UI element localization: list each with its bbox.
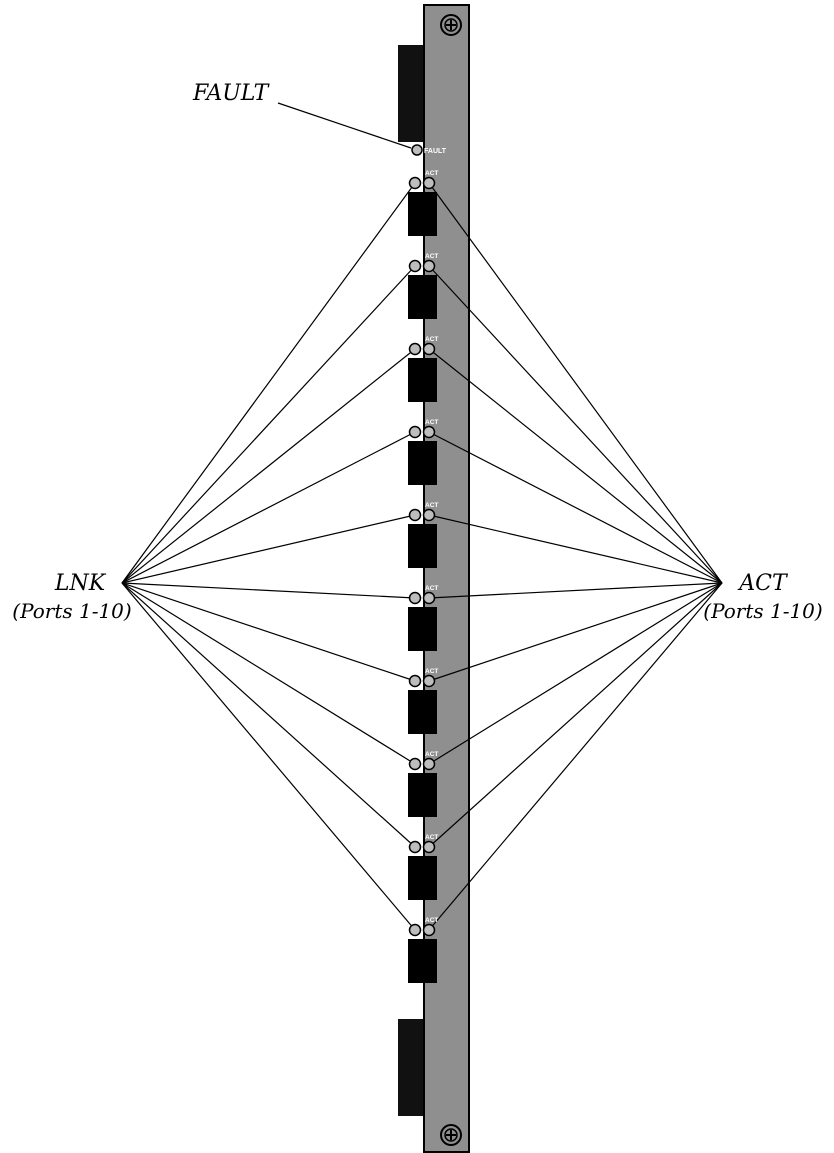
fault-leader xyxy=(277,102,412,149)
lnk-leader-line-9 xyxy=(121,582,416,848)
act-leader-line-4 xyxy=(428,431,723,584)
lnk-leader-line-3 xyxy=(121,348,416,584)
act-led-1 xyxy=(422,176,436,190)
act-led-label-6: ACT xyxy=(425,585,438,592)
act-leader-line-10 xyxy=(428,582,723,931)
port-number-2: 2 xyxy=(400,296,404,303)
port-number-5: 5 xyxy=(400,545,404,552)
port-10 xyxy=(408,939,437,983)
act-led-label-10: ACT xyxy=(425,917,438,924)
act-leader-line-3 xyxy=(428,348,723,584)
lnk-led-label-2: LNK xyxy=(409,253,423,260)
act-leader-line-6 xyxy=(428,582,723,599)
lnk-led-label-6: LNK xyxy=(409,585,423,592)
act-leader-line-9 xyxy=(428,582,723,848)
port-1 xyxy=(408,192,437,236)
lnk-leader-line-2 xyxy=(121,265,416,584)
act-ports-callout: (Ports 1-10) xyxy=(703,599,822,623)
leader-lines xyxy=(121,182,723,931)
act-led-5 xyxy=(422,508,436,522)
act-led-label-7: ACT xyxy=(425,668,438,675)
lnk-led-label-1: LNK xyxy=(409,170,423,177)
port-number-9: 9 xyxy=(400,877,404,884)
port-7 xyxy=(408,690,437,734)
act-led-9 xyxy=(422,840,436,854)
lnk-leader-line-8 xyxy=(121,582,416,765)
lnk-led-2 xyxy=(408,259,422,273)
act-led-label-8: ACT xyxy=(425,751,438,758)
bottom-screw-icon xyxy=(440,1124,462,1146)
lnk-led-10 xyxy=(408,923,422,937)
lnk-led-8 xyxy=(408,757,422,771)
lnk-led-label-5: LNK xyxy=(409,502,423,509)
port-4 xyxy=(408,441,437,485)
port-6 xyxy=(408,607,437,651)
fault-led xyxy=(411,144,423,156)
lnk-led-label-7: LNK xyxy=(409,668,423,675)
act-led-label-3: ACT xyxy=(425,336,438,343)
port-number-10: 10 xyxy=(400,960,408,967)
port-2 xyxy=(408,275,437,319)
act-leader-line-2 xyxy=(428,265,723,584)
lnk-leader-line-1 xyxy=(121,182,416,584)
lnk-leader-line-6 xyxy=(121,582,416,599)
lnk-led-label-8: LNK xyxy=(409,751,423,758)
act-led-label-9: ACT xyxy=(425,834,438,841)
lnk-leader-line-5 xyxy=(121,514,416,584)
act-led-8 xyxy=(422,757,436,771)
act-led-3 xyxy=(422,342,436,356)
act-led-label-4: ACT xyxy=(425,419,438,426)
port-number-6: 6 xyxy=(400,628,404,635)
port-number-3: 3 xyxy=(400,379,404,386)
act-led-4 xyxy=(422,425,436,439)
lnk-callout: LNK xyxy=(54,571,107,596)
lnk-led-label-3: LNK xyxy=(409,336,423,343)
fault-callout: FAULT xyxy=(192,81,271,106)
act-leader-line-1 xyxy=(428,182,723,584)
port-number-8: 8 xyxy=(400,794,404,801)
act-leader-line-7 xyxy=(428,582,723,682)
lnk-led-label-9: LNK xyxy=(409,834,423,841)
port-9 xyxy=(408,856,437,900)
act-callout: ACT xyxy=(737,571,789,596)
fault-led-label: FAULT xyxy=(424,148,447,155)
act-led-label-2: ACT xyxy=(425,253,438,260)
port-3 xyxy=(408,358,437,402)
top-ejector xyxy=(398,45,424,142)
act-led-label-1: ACT xyxy=(425,170,438,177)
act-leader-line-5 xyxy=(428,514,723,584)
port-8 xyxy=(408,773,437,817)
lnk-leader-line-4 xyxy=(121,431,416,584)
port-number-4: 4 xyxy=(400,462,404,469)
lnk-led-label-4: LNK xyxy=(409,419,423,426)
port-number-7: 7 xyxy=(400,711,404,718)
lnk-leader-line-7 xyxy=(121,582,416,682)
top-screw-icon xyxy=(440,14,462,36)
port-5 xyxy=(408,524,437,568)
lnk-led-3 xyxy=(408,342,422,356)
act-led-10 xyxy=(422,923,436,937)
act-led-label-5: ACT xyxy=(425,502,438,509)
bottom-ejector xyxy=(398,1019,424,1116)
lnk-led-label-10: LNK xyxy=(409,917,423,924)
act-led-2 xyxy=(422,259,436,273)
lnk-led-6 xyxy=(408,591,422,605)
lnk-leader-line-10 xyxy=(121,582,416,931)
lnk-led-7 xyxy=(408,674,422,688)
lnk-led-4 xyxy=(408,425,422,439)
lnk-led-1 xyxy=(408,176,422,190)
port-number-1: 1 xyxy=(400,213,404,220)
lnk-led-5 xyxy=(408,508,422,522)
lnk-ports-callout: (Ports 1-10) xyxy=(12,599,131,623)
act-led-6 xyxy=(422,591,436,605)
act-leader-line-8 xyxy=(428,582,723,765)
lnk-led-9 xyxy=(408,840,422,854)
act-led-7 xyxy=(422,674,436,688)
